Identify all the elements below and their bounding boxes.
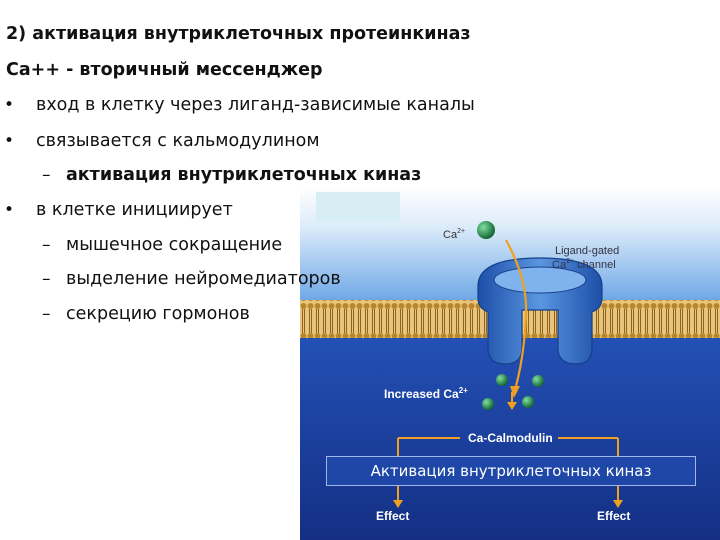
ca-ion — [482, 398, 494, 410]
influx-arrow — [505, 239, 528, 387]
bullet-marker: • — [4, 131, 15, 151]
channel-label: Ligand-gated — [555, 245, 619, 257]
cytoplasm — [300, 338, 720, 540]
bullet-marker: • — [4, 95, 15, 115]
sub-bullet-kinase-activation: активация внутриклеточных киназ — [66, 165, 422, 185]
dash-marker: – — [42, 304, 51, 324]
dash-marker: – — [42, 269, 51, 289]
channel-pore — [493, 266, 587, 294]
ca-ion — [496, 374, 508, 386]
slide-subtitle: Са++ - вторичный мессенджер — [6, 60, 323, 80]
bullet-marker: • — [4, 200, 15, 220]
effect-right-label: Effect — [597, 509, 630, 523]
highlight-patch — [316, 192, 400, 222]
bullet-channel-entry: вход в клетку через лиганд-зависимые кан… — [36, 95, 475, 115]
kinase-activation-overlay: Активация внутриклеточных киназ — [326, 456, 696, 486]
dash-marker: – — [42, 165, 51, 185]
calcium-channel-diagram: Ca2+ Ligand-gated Ca2+ channel Increased… — [300, 188, 720, 540]
channel-label-2: Ca2+ channel — [552, 258, 616, 271]
ca-ion — [532, 375, 544, 387]
calmodulin-label: Ca-Calmodulin — [468, 431, 553, 445]
ca-label-outside: Ca2+ — [443, 228, 465, 241]
sub-bullet-muscle: мышечное сокращение — [66, 235, 283, 255]
influx-arrowhead — [510, 386, 520, 398]
sub-bullet-hormones: секрецию гормонов — [66, 304, 250, 324]
sub-bullet-neurotransmitters: выделение нейромедиаторов — [66, 269, 341, 289]
ca-ion — [522, 396, 534, 408]
bullet-calmodulin: связывается с кальмодулином — [36, 131, 320, 151]
bullet-initiates: в клетке инициирует — [36, 200, 233, 220]
ca-ion-outside — [477, 221, 495, 239]
increased-ca-label: Increased Ca2+ — [384, 386, 468, 401]
slide-title: 2) активация внутриклеточных протеинкина… — [6, 24, 471, 44]
dash-marker: – — [42, 235, 51, 255]
effect-left-label: Effect — [376, 509, 409, 523]
